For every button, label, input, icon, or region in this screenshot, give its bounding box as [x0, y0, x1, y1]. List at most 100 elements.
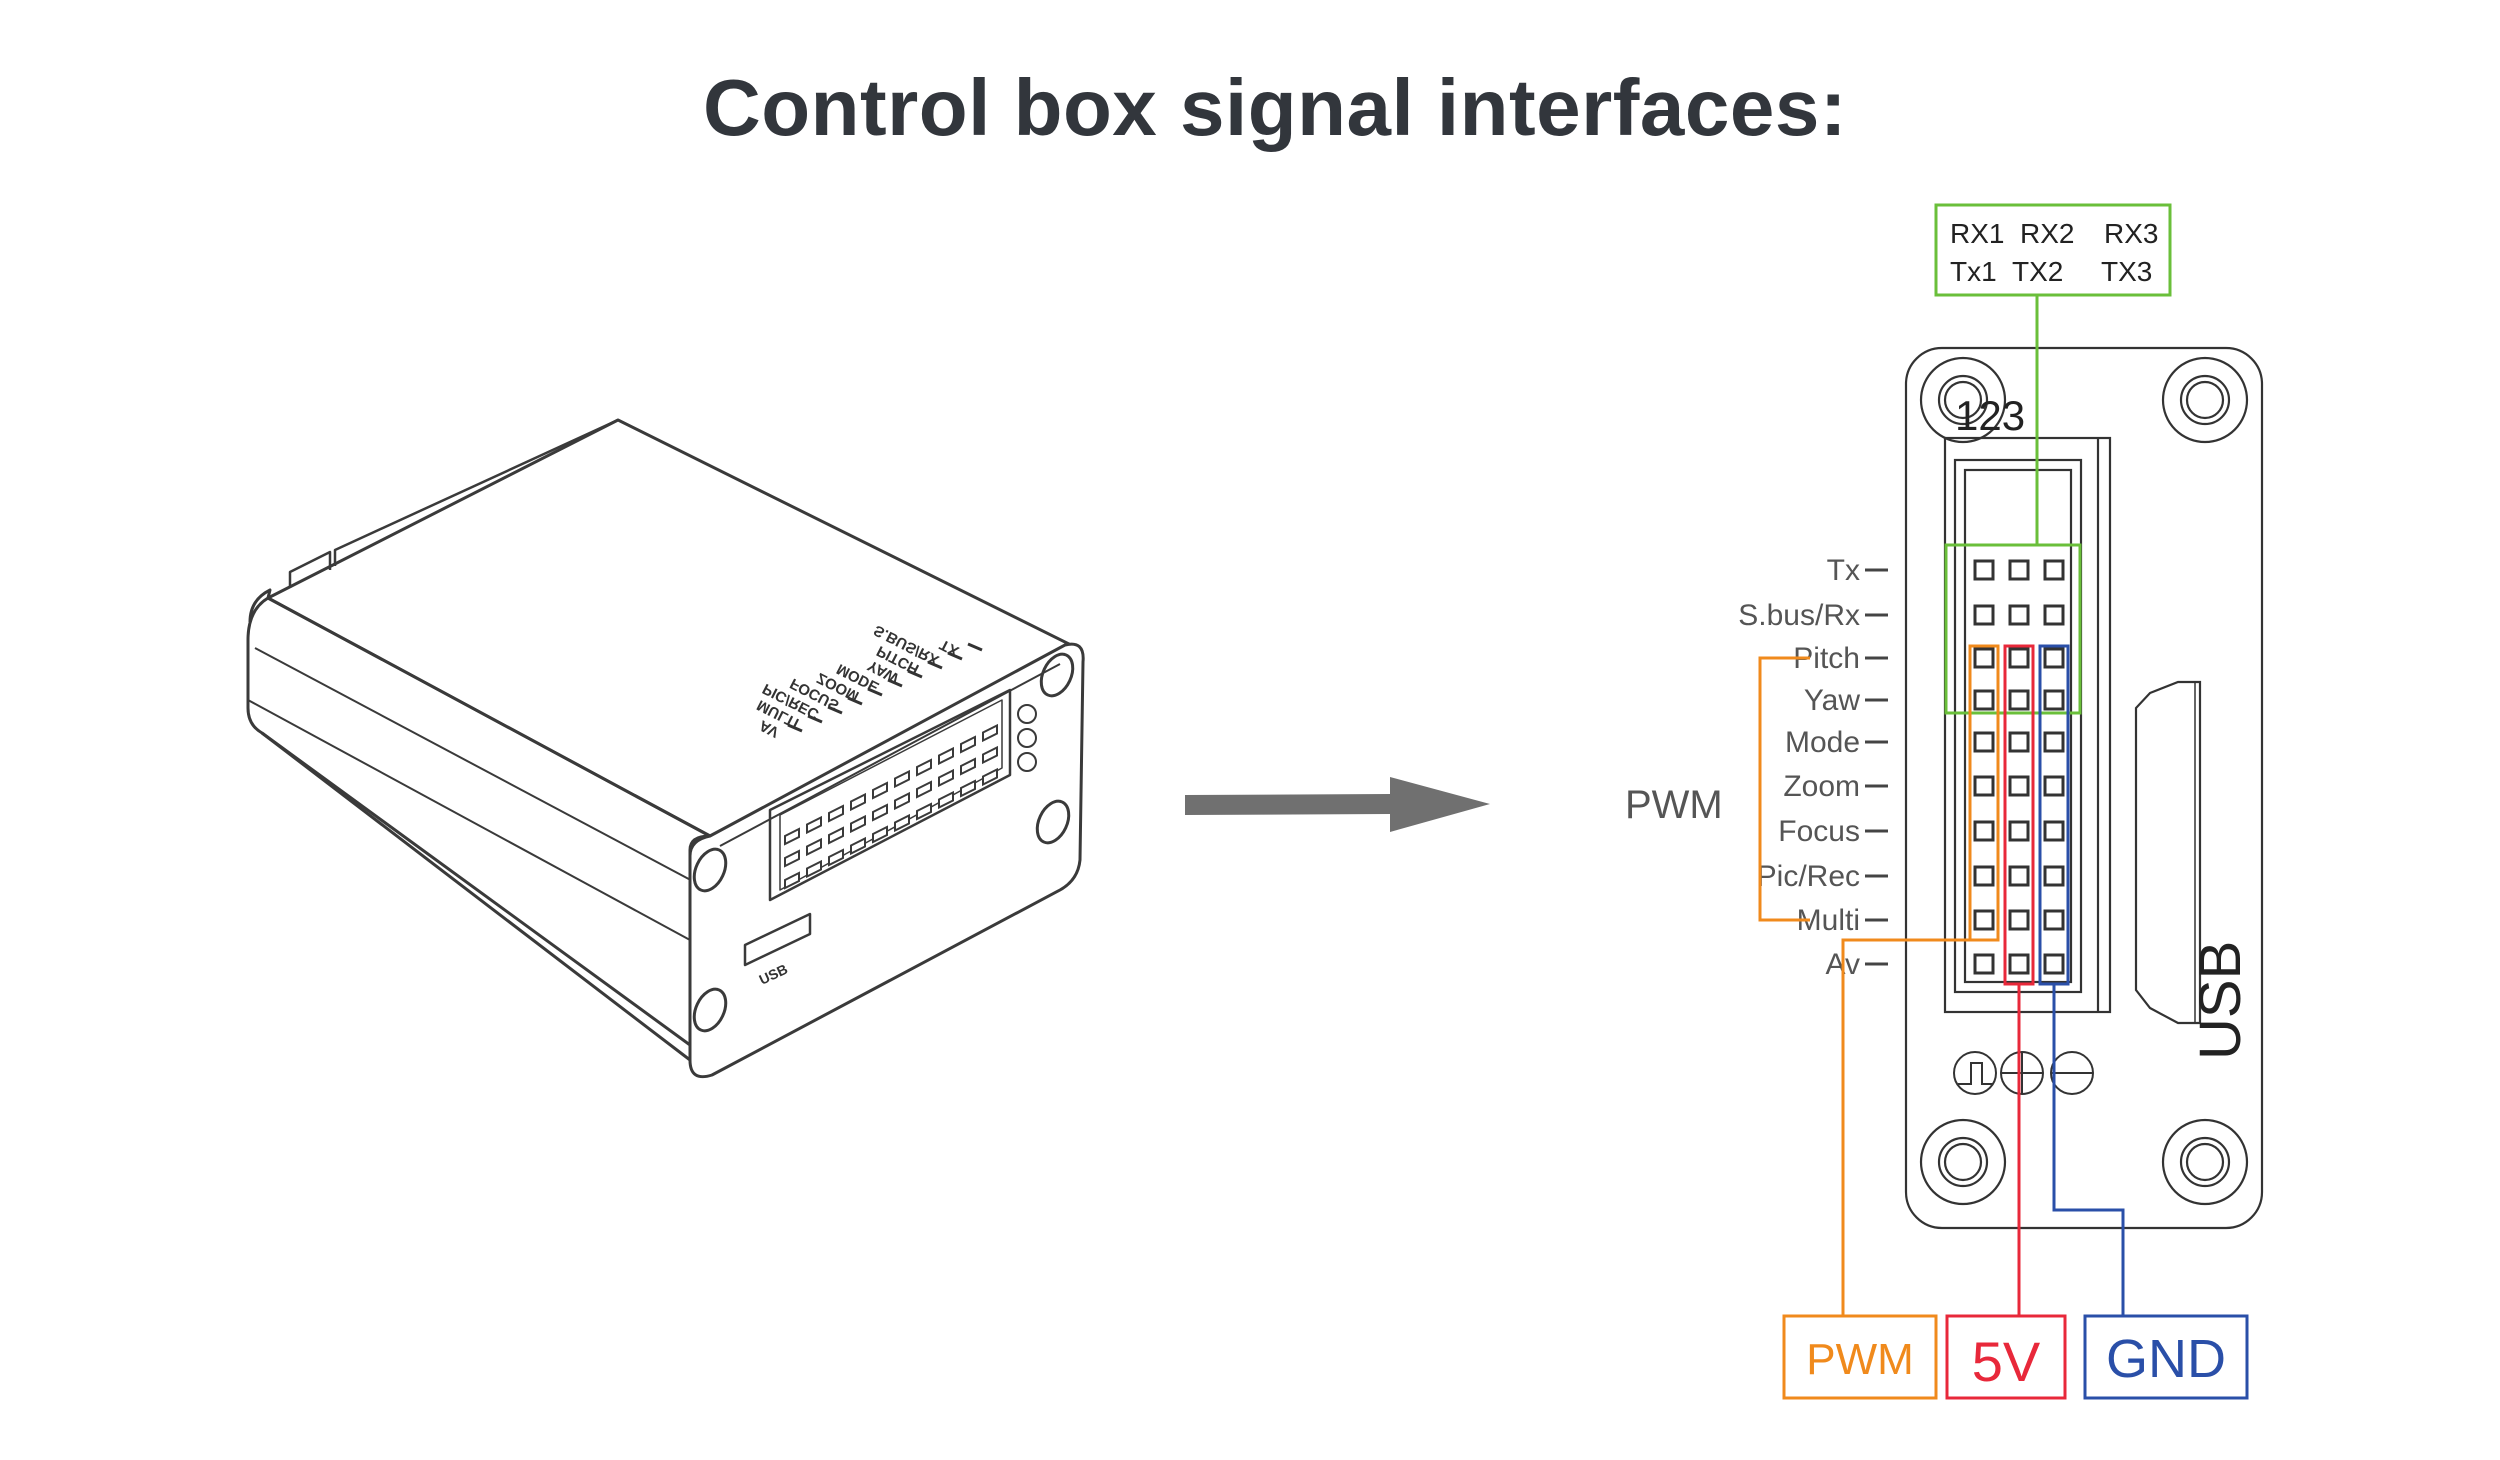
header-pin — [2008, 865, 2030, 887]
box-label-tick — [907, 669, 923, 679]
box-pin — [850, 814, 866, 834]
serial-label-box — [1934, 203, 2172, 297]
pin-row-label: Tx — [1827, 554, 1860, 587]
header-pin — [2008, 647, 2030, 669]
header-pin — [2043, 820, 2065, 842]
header-pin — [2008, 731, 2030, 753]
header-pins — [1973, 559, 2065, 975]
header-pin — [1973, 775, 1995, 797]
box-pin — [894, 813, 910, 833]
svg-text:5V: 5V — [1972, 1330, 2041, 1393]
box-pin — [938, 790, 954, 810]
header-pin — [2043, 647, 2065, 669]
page-title: Control box signal interfaces: — [702, 63, 1848, 152]
header-pin — [1973, 647, 1995, 669]
column-numbers: 123 — [1955, 392, 2025, 439]
legend-pwm: PWM — [1782, 1314, 1938, 1400]
mount-hole-top-left — [1919, 356, 2007, 444]
box-pin — [894, 769, 910, 789]
header-pin — [1973, 865, 1995, 887]
serial-pin-highlight — [1944, 543, 2082, 715]
power-column-highlight — [2003, 644, 2035, 1316]
box-pin — [872, 781, 888, 800]
header-pin — [2008, 953, 2030, 975]
header-pin — [1973, 820, 1995, 842]
pwm-group-label: PWM — [1625, 783, 1723, 827]
header-pin — [2008, 559, 2030, 581]
box-pin — [806, 837, 822, 857]
pin-row-label: S.bus/Rx — [1738, 599, 1860, 632]
box-label-tick — [927, 660, 943, 670]
header-pin — [2043, 775, 2065, 797]
box-label-tick — [947, 651, 963, 661]
header-housing — [1943, 436, 2112, 1014]
header-pin — [2008, 689, 2030, 711]
pin-symbols — [1953, 1051, 2094, 1095]
box-pin — [872, 825, 888, 844]
header-pin — [1973, 731, 1995, 753]
header-pin — [1973, 909, 1995, 931]
header-pin — [2043, 865, 2065, 887]
header-pin — [2008, 775, 2030, 797]
box-label-tick — [867, 687, 883, 697]
box-pin — [784, 827, 800, 846]
pin-row-label: Yaw — [1804, 684, 1860, 717]
pwm-column-highlight — [1758, 644, 2000, 1316]
box-pin — [938, 746, 954, 766]
box-pin — [806, 859, 822, 879]
header-pin — [1973, 604, 1995, 626]
legend-gnd: GND — [2083, 1314, 2249, 1400]
box-pin — [806, 815, 822, 835]
serial-row2: Tx1 TX2 TX3 — [1950, 256, 2152, 287]
box-pin — [916, 758, 932, 777]
plus-icon — [2000, 1051, 2044, 1095]
box-pin — [960, 779, 976, 798]
box-pin — [960, 735, 976, 754]
pinout-board — [1904, 346, 2264, 1230]
header-pin — [2043, 604, 2065, 626]
box-label-tick — [967, 642, 983, 652]
legend: PWM 5V GND — [1782, 1314, 2249, 1400]
gnd-column-highlight — [2038, 644, 2125, 1316]
box-label-tick — [787, 723, 803, 733]
box-pin — [828, 804, 844, 823]
pulse-icon — [1953, 1051, 1997, 1095]
box-usb-port — [743, 912, 812, 967]
box-pin — [982, 745, 998, 765]
arrow-right-icon — [1185, 777, 1490, 832]
box-pin — [894, 791, 910, 811]
minus-icon — [2050, 1051, 2094, 1095]
header-pin — [2008, 820, 2030, 842]
legend-5v: 5V — [1945, 1314, 2067, 1400]
header-pin — [2043, 909, 2065, 931]
box-pin — [916, 802, 932, 821]
header-pin — [2043, 731, 2065, 753]
board-outline — [1904, 346, 2264, 1230]
box-top-labels: TXS.BUS/RXPITCHYAWMODEZOOMFOCUSPIC/RECMU… — [754, 621, 983, 741]
box-end-face — [688, 642, 1085, 1079]
serial-group: RX1 RX2 RX3 Tx1 TX2 TX3 — [1934, 203, 2172, 715]
box-pin-header — [768, 688, 1012, 902]
box-label-tick — [807, 714, 823, 724]
box-pin — [828, 848, 844, 867]
header-pin — [2008, 604, 2030, 626]
box-pin — [850, 836, 866, 856]
box-pin — [784, 871, 800, 890]
mount-hole-bottom-right — [2161, 1118, 2249, 1206]
mount-hole-top-right — [2161, 356, 2249, 444]
box-pin-array — [784, 723, 998, 890]
header-pin — [2043, 559, 2065, 581]
box-pin — [938, 768, 954, 788]
serial-row1: RX1 RX2 RX3 — [1950, 218, 2158, 249]
box-pin — [960, 757, 976, 776]
header-pin — [2008, 909, 2030, 931]
header-pin — [1973, 953, 1995, 975]
pin-row-label: Mode — [1785, 726, 1860, 759]
pin-row-label: Zoom — [1783, 770, 1860, 803]
box-label-tick — [847, 696, 863, 706]
header-pin — [1973, 559, 1995, 581]
box-top-label: TX — [937, 636, 962, 660]
header-pin — [2043, 689, 2065, 711]
box-pin — [784, 849, 800, 868]
